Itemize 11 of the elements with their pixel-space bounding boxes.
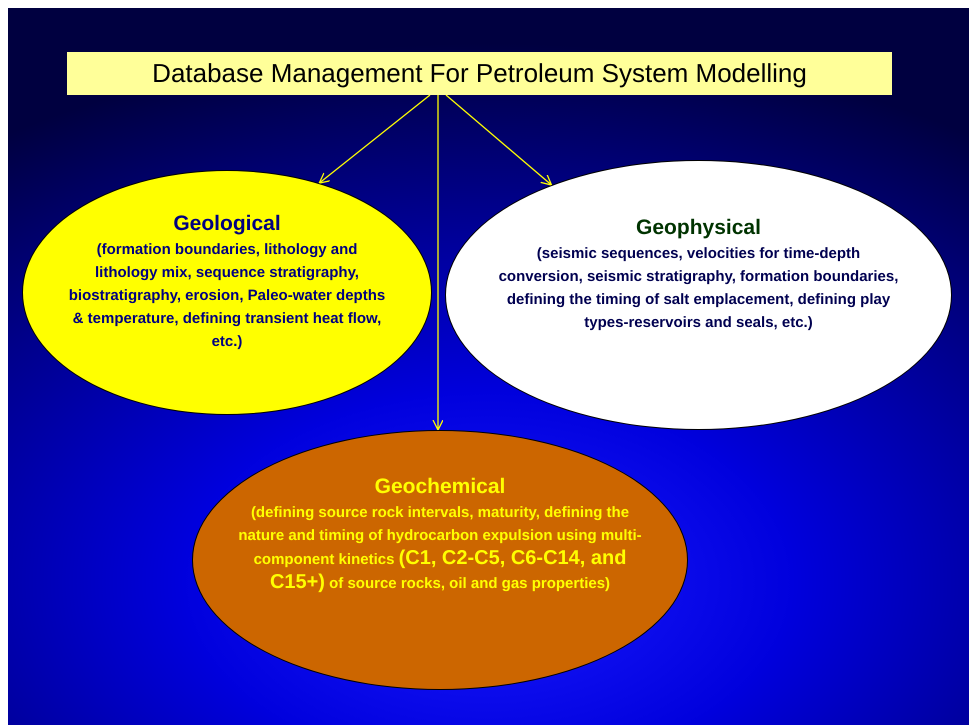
arrow — [318, 94, 430, 184]
category-description: (defining source rock intervals, maturity, defining the nature and timing of hydrocarbon expulsion using multi-component kinetics (C1, C2-C5, C6-C14, and C15+) of source rocks, oil and gas properties) — [237, 503, 643, 595]
arrow — [446, 94, 552, 186]
category-heading: Geological — [173, 212, 281, 236]
category-heading: Geophysical — [636, 216, 761, 240]
category-heading: Geochemical — [374, 475, 506, 499]
title-text: Database Management For Petroleum System Modelling — [152, 58, 807, 89]
category-description: (formation boundaries, lithology and lithology mix, sequence stratigraphy, biostratigraphy, erosion, Paleo-water depths & temperature, defining transient heat flow, etc.) — [68, 240, 386, 352]
category-description: (seismic sequences, velocities for time-depth conversion, seismic stratigraphy, formation boundaries, defining the timing of salt emplacement, defining play types-reservoirs and seals, etc.) — [498, 244, 898, 333]
title-box — [67, 52, 892, 95]
arrow — [432, 95, 444, 431]
